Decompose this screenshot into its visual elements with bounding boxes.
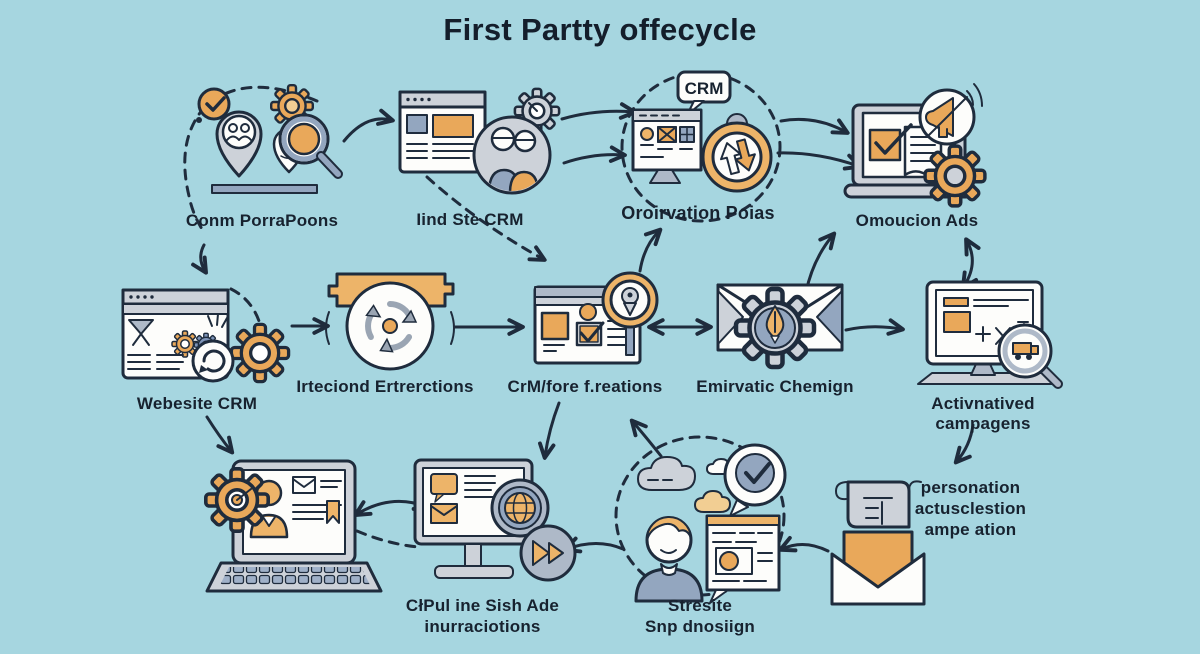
node-label-personalization: personation actusclestion ampe ation [893, 477, 1048, 540]
arrow-observation-to-ads-bottom [776, 151, 862, 171]
browser-funnel-gears-sync-icon [121, 288, 291, 384]
node-label-email-design: Emirvatic Chemign [696, 377, 854, 396]
page-title: First Partty offecycle [443, 12, 757, 47]
browser-users-gauge-gear-icon [398, 87, 561, 195]
arrow-observation-to-ads-top [779, 117, 850, 135]
node-label-website-crm: Webesite CRM [136, 394, 258, 413]
node-label-promotion-ads: Omoucion Ads [855, 211, 979, 230]
arrow-website-to-laptop [205, 415, 235, 455]
map-pin-people-search-icon [197, 83, 343, 194]
arrow-audience-to-website [191, 243, 208, 275]
dashed-website-to-gear [229, 287, 261, 323]
node-label-observation: Oroirvation Poias [621, 203, 775, 223]
node-label-push-ads: CłPul ine Sish Ade inurraciotions [395, 595, 570, 637]
push-ads-line2: inurraciotions [424, 617, 541, 636]
envelope-gear-pen-icon [716, 283, 844, 378]
personalization-line1: personation [920, 478, 1021, 497]
dot-audience [196, 117, 202, 123]
arrow-campaigns-to-personalization [953, 423, 975, 465]
arrow-audience-to-sitecrm [342, 108, 395, 143]
arrow-personalization-to-design [778, 535, 830, 553]
person-clouds-approval-icon [634, 443, 787, 604]
monitor-math-truck-magnifier-icon [917, 280, 1063, 389]
node-label-crm-creations: CrM/fore f.reations [507, 377, 663, 396]
arrow-email-to-campaigns [844, 318, 905, 336]
node-label-interactions: Irteciond Ertrerctions [296, 377, 474, 396]
arrow-design-to-crm [629, 418, 663, 458]
laptop-profile-mail-gear-icon [204, 459, 383, 593]
personalization-line3: ampe ation [924, 520, 1017, 539]
dashed-push-to-laptop [355, 529, 420, 549]
scroll-open-envelope-icon [830, 480, 926, 606]
personalization-line2: actusclestion [914, 499, 1027, 518]
arrow-crm-to-observation [638, 227, 663, 273]
ribbon-rotation-arrows-icon [325, 272, 455, 371]
node-label-site-design: Stresite Snp dnosiign [615, 595, 785, 637]
push-ads-line1: CłPul ine Sish Ade [405, 596, 560, 615]
node-label-site-crm: Iind Ste CRM [416, 210, 524, 229]
site-design-line2: Snp dnosiign [644, 617, 756, 636]
arrow-sitecrm-to-observation-top [560, 102, 637, 121]
node-label-audience: Conm PorraPoons [185, 211, 339, 230]
dashed-sitecrm-to-crm [425, 175, 547, 262]
monitor-exchange-lock-icon: CRM [631, 70, 773, 193]
site-design-line1: Stresite [668, 596, 732, 615]
node-label-activated-campaigns: Activnatived campagens [931, 394, 1035, 433]
arrow-crm-to-push [538, 401, 561, 460]
browser-checklist-pin-magnifier-icon [533, 271, 659, 365]
dashed-arc-audience [183, 85, 319, 234]
arrow-sitecrm-to-observation-bottom [562, 145, 627, 165]
crm-bubble-text: CRM [685, 79, 724, 98]
monitor-globe-forward-icon [413, 458, 577, 582]
laptop-checkbox-megaphone-gear-icon [843, 83, 987, 208]
